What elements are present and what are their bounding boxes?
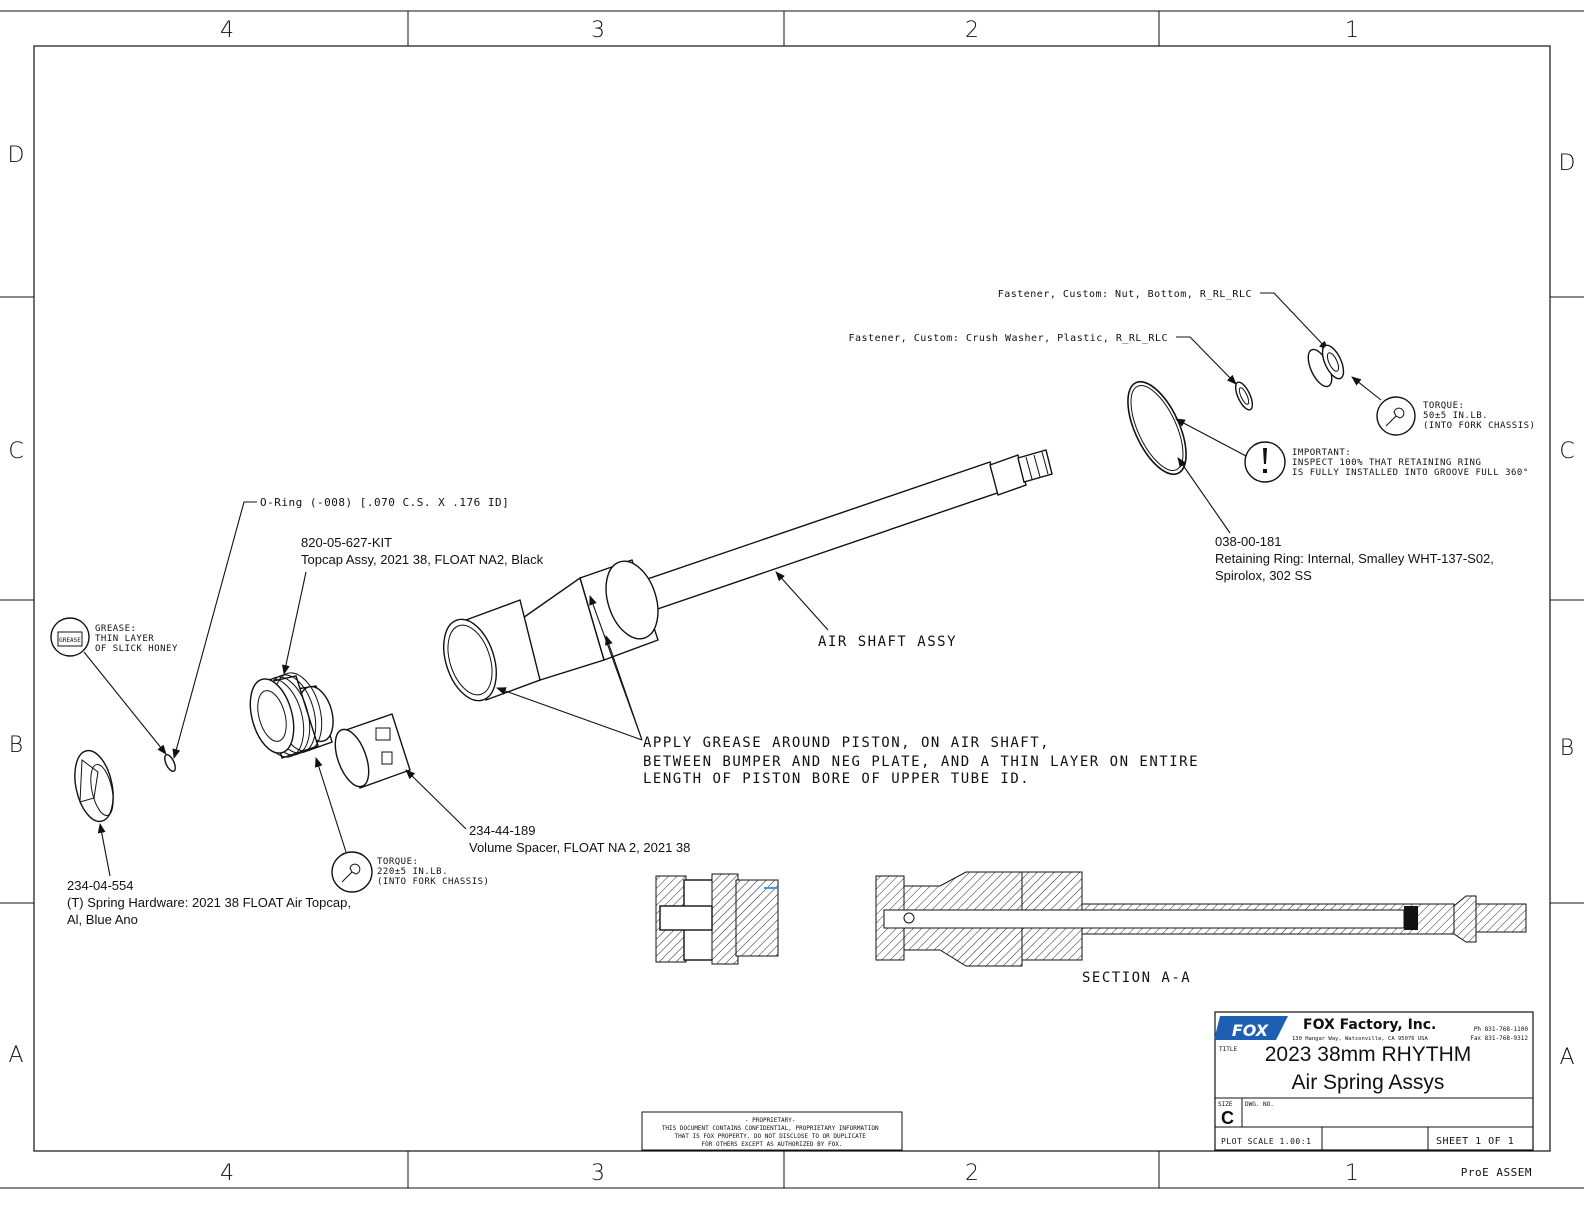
title-block: FOX FOX Factory, Inc. 130 Hangar Way, Wa… — [1214, 1011, 1534, 1151]
zone-right-c: C — [1559, 439, 1574, 464]
fox-logo-text: FOX — [1232, 1021, 1269, 1040]
drawing-title-line1: 2023 38mm RHYTHM — [1265, 1043, 1472, 1066]
torque-topcap-text: TORQUE: 220±5 IN.LB. (INTO FORK CHASSIS) — [377, 857, 489, 887]
topcap-part — [249, 672, 334, 759]
sheet-number: SHEET 1 OF 1 — [1436, 1136, 1514, 1147]
plot-scale: PLOT SCALE 1.00:1 — [1221, 1137, 1311, 1146]
zone-top-4: 4 — [220, 18, 234, 43]
oring-callout: O-Ring (-008) [.070 C.S. X .176 ID] — [164, 496, 509, 773]
section-shaft-view — [875, 871, 1527, 967]
corner-note: ProE ASSEM — [1461, 1166, 1532, 1179]
dwg-no-label: DWG. NO. — [1245, 1101, 1274, 1108]
grease-callout: GREASE GREASE: THIN LAYER OF SLICK HONEY — [50, 617, 178, 755]
title-label: TITLE — [1219, 1046, 1237, 1053]
retaining-ring-callout: 038-00-181 Retaining Ring: Internal, Sma… — [1177, 457, 1498, 583]
crush-washer-label: Fastener, Custom: Crush Washer, Plastic,… — [848, 333, 1168, 344]
section-label: SECTION A-A — [1082, 970, 1191, 986]
zone-left-a: A — [8, 1043, 23, 1068]
spring-hardware-callout: 234-04-554 (T) Spring Hardware: 2021 38 … — [67, 823, 355, 927]
company-address: 130 Hangar Way, Watsonville, CA 95076 US… — [1292, 1036, 1428, 1042]
exclamation-icon — [1263, 448, 1267, 473]
important-callout: IMPORTANT: INSPECT 100% THAT RETAINING R… — [1175, 418, 1529, 483]
zone-top-2: 2 — [965, 18, 979, 43]
spring-hardware-text: 234-04-554 (T) Spring Hardware: 2021 38 … — [67, 878, 355, 927]
crush-washer-callout: Fastener, Custom: Crush Washer, Plastic,… — [848, 333, 1254, 411]
zone-bottom-3: 3 — [591, 1161, 605, 1186]
grease-text: GREASE: THIN LAYER OF SLICK HONEY — [95, 624, 178, 654]
zone-bottom-1: 1 — [1345, 1161, 1359, 1186]
nut-bottom-part — [1307, 344, 1345, 388]
spring-hardware-part — [74, 749, 114, 823]
grease-icon — [57, 631, 83, 647]
volume-spacer-callout: 234-44-189 Volume Spacer, FLOAT NA 2, 20… — [405, 769, 690, 855]
volume-spacer-part — [334, 713, 411, 789]
zone-left-d: D — [8, 143, 25, 168]
important-text: IMPORTANT: INSPECT 100% THAT RETAINING R… — [1292, 448, 1529, 478]
company-fax: Fax 831-768-9312 — [1470, 1035, 1528, 1042]
oring-label: O-Ring (-008) [.070 C.S. X .176 ID] — [260, 496, 509, 509]
wrench-icon — [341, 863, 361, 883]
wrench-icon — [1385, 407, 1405, 427]
retaining-ring-part — [1127, 380, 1187, 476]
drawing-frame — [0, 10, 1584, 1189]
drawing-title-line2: Air Spring Assys — [1292, 1071, 1445, 1094]
apply-grease-callout: APPLY GREASE AROUND PISTON, ON AIR SHAFT… — [496, 595, 1209, 787]
retaining-ring-text: 038-00-181 Retaining Ring: Internal, Sma… — [1215, 534, 1498, 583]
zone-top-3: 3 — [591, 18, 605, 43]
proprietary-text: - PROPRIETARY- THIS DOCUMENT CONTAINS CO… — [662, 1117, 882, 1148]
zone-left-c: C — [8, 439, 23, 464]
torque-nut-text: TORQUE: 50±5 IN.LB. (INTO FORK CHASSIS) — [1423, 401, 1535, 431]
zone-right-b: B — [1560, 736, 1574, 761]
torque-topcap-callout: TORQUE: 220±5 IN.LB. (INTO FORK CHASSIS) — [314, 757, 489, 893]
topcap-text: 820-05-627-KIT Topcap Assy, 2021 38, FLO… — [301, 535, 544, 567]
zone-bottom-4: 4 — [220, 1161, 234, 1186]
company-name: FOX Factory, Inc. — [1303, 1017, 1436, 1033]
torque-nut-callout: TORQUE: 50±5 IN.LB. (INTO FORK CHASSIS) — [1351, 376, 1535, 436]
grease-icon-label: GREASE — [59, 637, 81, 644]
zone-right-d: D — [1559, 151, 1576, 176]
topcap-callout: 820-05-627-KIT Topcap Assy, 2021 38, FLO… — [282, 535, 544, 675]
nut-bottom-label: Fastener, Custom: Nut, Bottom, R_RL_RLC — [998, 289, 1252, 300]
zone-bottom-2: 2 — [965, 1161, 979, 1186]
air-shaft-callout: AIR SHAFT ASSY — [775, 571, 957, 650]
zone-top-1: 1 — [1345, 18, 1359, 43]
air-shaft-part — [443, 449, 1053, 702]
company-phone: Ph 831-768-1100 — [1474, 1026, 1529, 1033]
zone-left-b: B — [9, 733, 23, 758]
volume-spacer-text: 234-44-189 Volume Spacer, FLOAT NA 2, 20… — [469, 823, 690, 855]
nut-bottom-callout: Fastener, Custom: Nut, Bottom, R_RL_RLC — [998, 289, 1329, 351]
zone-labels: 4 3 2 1 4 3 2 1 D C B A D C B A — [8, 18, 1576, 1186]
air-shaft-label: AIR SHAFT ASSY — [818, 634, 957, 650]
apply-grease-text: APPLY GREASE AROUND PISTON, ON AIR SHAFT… — [643, 735, 1209, 787]
fox-logo: FOX — [1214, 1016, 1288, 1040]
section-topcap-view — [655, 873, 779, 965]
zone-right-a: A — [1559, 1045, 1574, 1070]
proprietary-note: - PROPRIETARY- THIS DOCUMENT CONTAINS CO… — [641, 1111, 903, 1151]
size-label: SIZE — [1218, 1101, 1233, 1108]
size-value: C — [1221, 1108, 1234, 1128]
